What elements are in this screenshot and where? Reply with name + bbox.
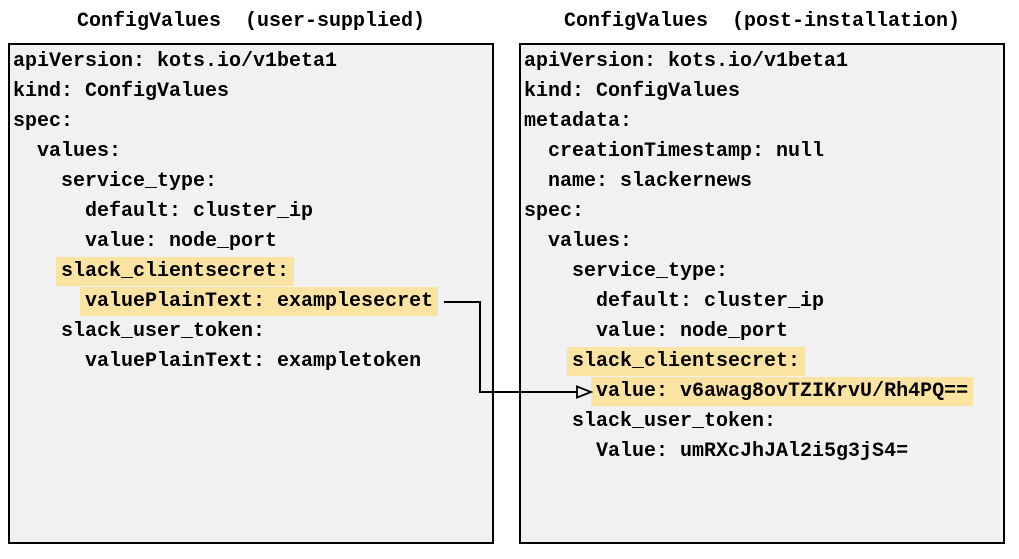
code-text: creationTimestamp: null (548, 140, 825, 163)
highlighted-code-text: value: v6awag8ovTZIKrvU/Rh4PQ== (591, 377, 974, 406)
code-text: apiVersion: kots.io/v1beta1 (524, 50, 849, 73)
code-text: apiVersion: kots.io/v1beta1 (13, 50, 338, 73)
left-panel-title: ConfigValues (user-supplied) (76, 10, 426, 33)
code-text: values: (548, 230, 633, 253)
indent (524, 410, 572, 433)
indent (13, 200, 85, 223)
right-code-box: apiVersion: kots.io/v1beta1 kind: ConfigV… (519, 43, 1005, 544)
indent (524, 290, 596, 313)
left-code-line-0: apiVersion: kots.io/v1beta1 (13, 47, 492, 77)
indent (524, 380, 596, 403)
highlighted-code-text: slack_clientsecret: (567, 347, 806, 376)
code-text: kind: ConfigValues (13, 80, 230, 103)
code-text: default: cluster_ip (596, 290, 825, 313)
code-text: service_type: (572, 260, 729, 283)
indent (524, 170, 548, 193)
code-text: spec: (524, 200, 585, 223)
left-code-line-10: valuePlainText: exampletoken (13, 347, 492, 377)
right-code-line-9: value: node_port (524, 317, 1003, 347)
code-text: values: (37, 140, 122, 163)
right-code-line-2: metadata: (524, 107, 1003, 137)
indent (524, 230, 548, 253)
highlighted-code-text: slack_clientsecret: (56, 257, 295, 286)
right-code-line-5: spec: (524, 197, 1003, 227)
right-code-line-1: kind: ConfigValues (524, 77, 1003, 107)
right-code-line-3: creationTimestamp: null (524, 137, 1003, 167)
highlighted-code-text: valuePlainText: examplesecret (80, 287, 439, 316)
indent (524, 350, 572, 373)
left-code-line-8: valuePlainText: examplesecret (13, 287, 492, 317)
right-code-line-6: values: (524, 227, 1003, 257)
indent (13, 290, 85, 313)
right-code-line-11: value: v6awag8ovTZIKrvU/Rh4PQ== (524, 377, 1003, 407)
left-code-line-4: service_type: (13, 167, 492, 197)
left-code-box: apiVersion: kots.io/v1beta1 kind: ConfigV… (8, 43, 494, 544)
left-code-line-6: value: node_port (13, 227, 492, 257)
left-code-line-1: kind: ConfigValues (13, 77, 492, 107)
right-code-line-10: slack_clientsecret: (524, 347, 1003, 377)
indent (524, 320, 596, 343)
right-code-line-13: Value: umRXcJhJAl2i5g3jS4= (524, 437, 1003, 467)
indent (524, 140, 548, 163)
right-code-line-8: default: cluster_ip (524, 287, 1003, 317)
indent (524, 440, 596, 463)
code-text: slack_user_token: (572, 410, 777, 433)
code-text: Value: umRXcJhJAl2i5g3jS4= (596, 440, 909, 463)
right-panel-title: ConfigValues (post-installation) (563, 10, 961, 33)
indent (13, 350, 85, 373)
code-text: spec: (13, 110, 74, 133)
code-text: value: node_port (596, 320, 789, 343)
left-code-line-7: slack_clientsecret: (13, 257, 492, 287)
indent (524, 260, 572, 283)
code-text: metadata: (524, 110, 633, 133)
indent (13, 230, 85, 253)
left-code-line-3: values: (13, 137, 492, 167)
code-text: value: node_port (85, 230, 278, 253)
indent (13, 260, 61, 283)
code-text: valuePlainText: exampletoken (85, 350, 422, 373)
code-text: default: cluster_ip (85, 200, 314, 223)
left-code-line-2: spec: (13, 107, 492, 137)
right-code-line-12: slack_user_token: (524, 407, 1003, 437)
right-code-line-7: service_type: (524, 257, 1003, 287)
code-text: kind: ConfigValues (524, 80, 741, 103)
code-text: name: slackernews (548, 170, 753, 193)
left-code-line-9: slack_user_token: (13, 317, 492, 347)
indent (13, 320, 61, 343)
right-code-line-4: name: slackernews (524, 167, 1003, 197)
indent (13, 170, 61, 193)
indent (13, 140, 37, 163)
code-text: service_type: (61, 170, 218, 193)
left-code-line-5: default: cluster_ip (13, 197, 492, 227)
right-code-line-0: apiVersion: kots.io/v1beta1 (524, 47, 1003, 77)
code-text: slack_user_token: (61, 320, 266, 343)
